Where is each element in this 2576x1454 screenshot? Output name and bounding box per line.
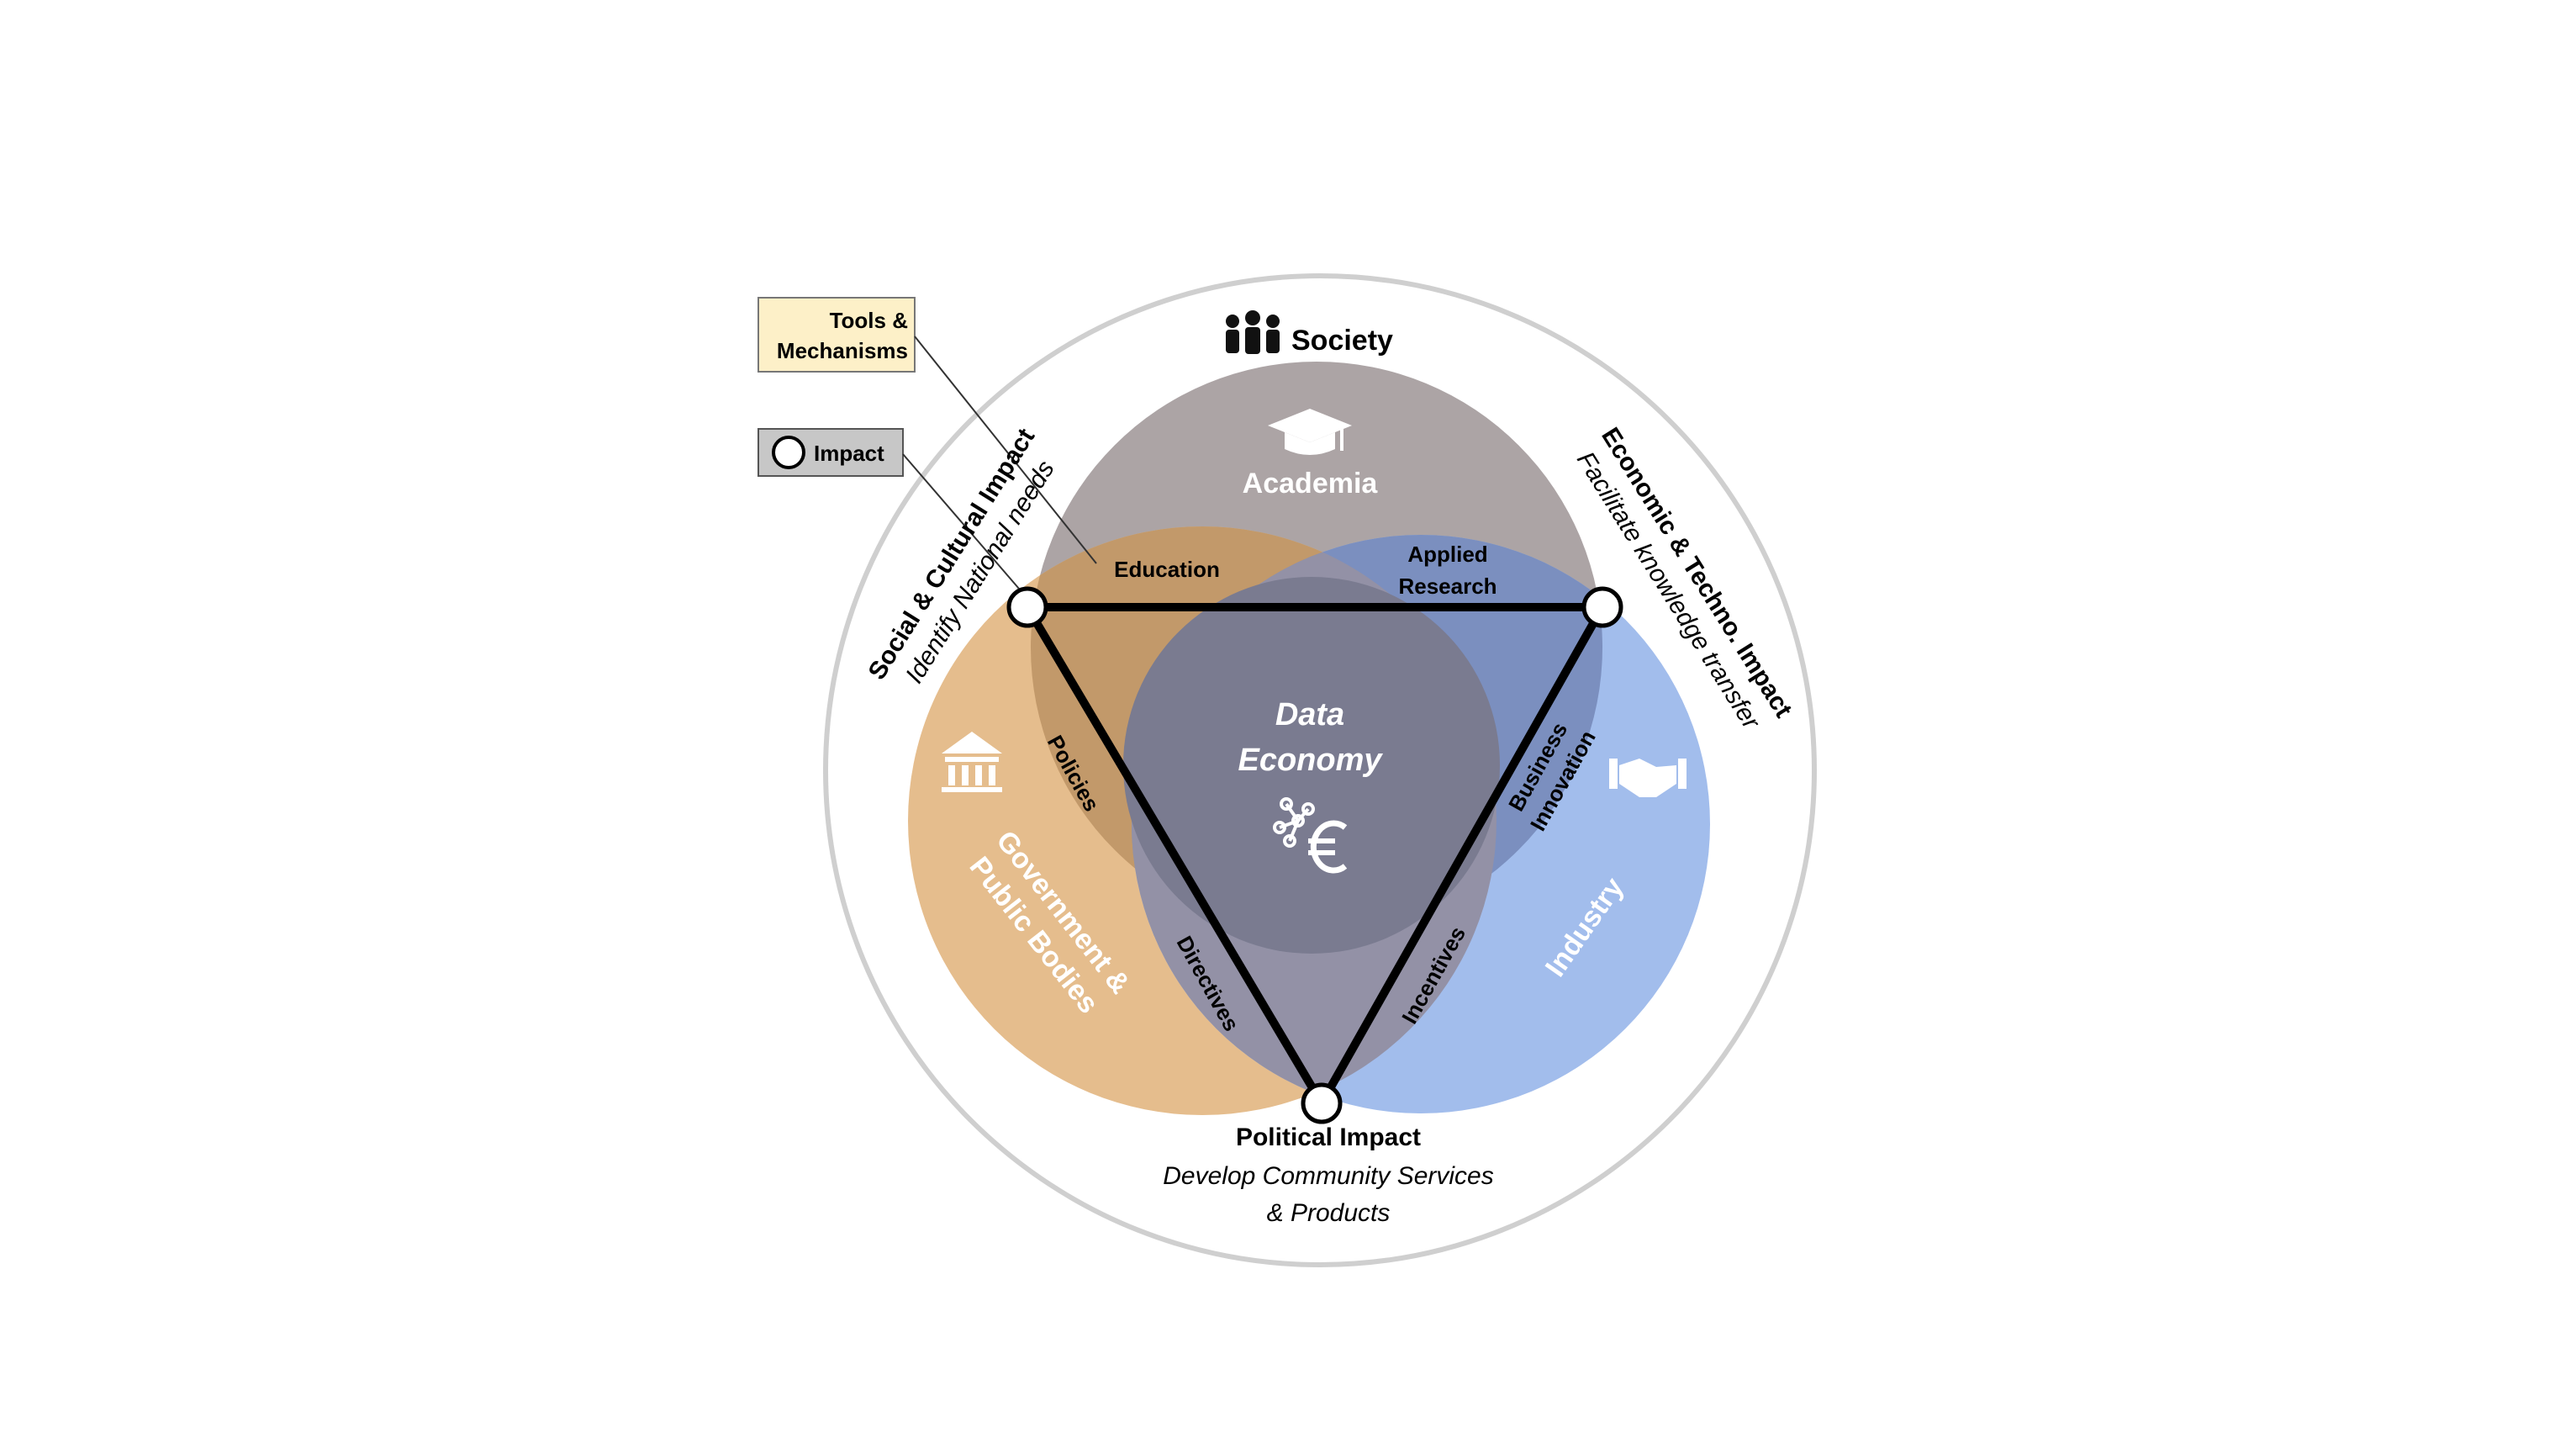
applied-research-line1: Applied (1407, 542, 1487, 567)
graduation-cap-icon (1268, 409, 1352, 455)
impact-leader-line (902, 453, 1020, 590)
academia-label: Academia (1243, 468, 1379, 500)
institution-icon (942, 732, 1002, 792)
political-impact-node (1301, 1082, 1343, 1124)
euro-network-icon (1273, 797, 1348, 874)
impact-triangle (1023, 603, 1607, 1108)
impact-legend-label: Impact (814, 441, 884, 466)
people-icon (1226, 310, 1280, 354)
handshake-icon (1609, 759, 1687, 797)
impact-legend-box (757, 428, 904, 477)
applied-research-line2: Research (1398, 574, 1497, 599)
data-economy-line2: Economy (1238, 743, 1383, 778)
education-label: Education (1114, 557, 1220, 582)
society-title: Society (1291, 325, 1393, 357)
political-impact-subtitle-line1: Develop Community Services (1163, 1162, 1493, 1190)
political-impact-subtitle-line2: & Products (1267, 1199, 1391, 1227)
tools-legend-line2: Mechanisms (777, 338, 908, 363)
data-economy-circle (1123, 577, 1500, 954)
tools-leader-line (914, 336, 1097, 564)
political-impact-title: Political Impact (1236, 1124, 1421, 1151)
social-impact-node (1006, 586, 1048, 628)
tools-legend-box (757, 297, 916, 373)
tools-legend-line1: Tools & (830, 308, 908, 333)
data-economy-line1: Data (1275, 697, 1344, 732)
economic-impact-node (1581, 586, 1623, 628)
impact-legend-circle-icon (772, 436, 805, 469)
